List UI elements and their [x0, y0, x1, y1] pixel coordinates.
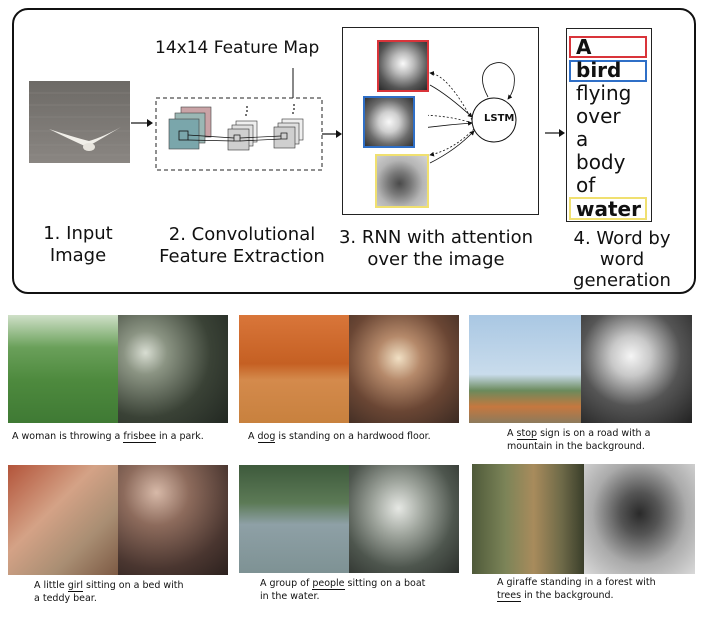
caption-dog: A dog is standing on a hardwood floor.: [248, 431, 431, 443]
lstm-label: LSTM: [484, 113, 515, 124]
attention-map-red: [377, 40, 429, 92]
word: water: [576, 197, 641, 221]
example-image-stop-sign: [469, 315, 692, 423]
attention-map-blue: [363, 96, 415, 148]
word-highlight-blue: [569, 60, 647, 82]
example-image-frisbee: [8, 315, 228, 423]
word-highlight-red: [569, 36, 647, 58]
lstm-connections: [428, 62, 517, 164]
arrow-icon: [545, 129, 565, 137]
example-image-giraffe: [472, 464, 695, 574]
word: bird: [576, 58, 622, 82]
word: A: [576, 35, 592, 59]
example-image-dog: [239, 315, 459, 423]
example-image-boat: [239, 465, 459, 573]
cnn-feature-extraction: [155, 97, 323, 171]
arrow-icon: [322, 130, 342, 138]
caption-stop-sign: A stop sign is on a road with a mountain…: [507, 428, 651, 452]
word-column: [566, 28, 652, 222]
rnn-attention-box: [342, 27, 539, 215]
word: a: [576, 127, 589, 151]
arrow-icon: [131, 119, 153, 127]
word: of: [576, 173, 596, 197]
caption-teddy-bear: A little girl sitting on a bed with a te…: [34, 580, 184, 604]
caption-boat: A group of people sitting on a boat in t…: [260, 578, 426, 602]
caption-frisbee: A woman is throwing a frisbee in a park.: [12, 431, 204, 443]
pipeline-frame: [12, 8, 696, 294]
attention-map-yellow: [375, 154, 429, 208]
label-connector: [292, 68, 294, 98]
word: body: [576, 150, 626, 174]
word: over: [576, 104, 621, 128]
example-image-teddy-bear: [8, 465, 228, 575]
feature-map-label: 14x14 Feature Map: [155, 38, 320, 58]
caption-giraffe: A giraffe standing in a forest with tree…: [497, 577, 656, 602]
input-image: [29, 81, 130, 163]
word: flying: [576, 81, 632, 105]
word-highlight-yellow: [569, 197, 647, 220]
